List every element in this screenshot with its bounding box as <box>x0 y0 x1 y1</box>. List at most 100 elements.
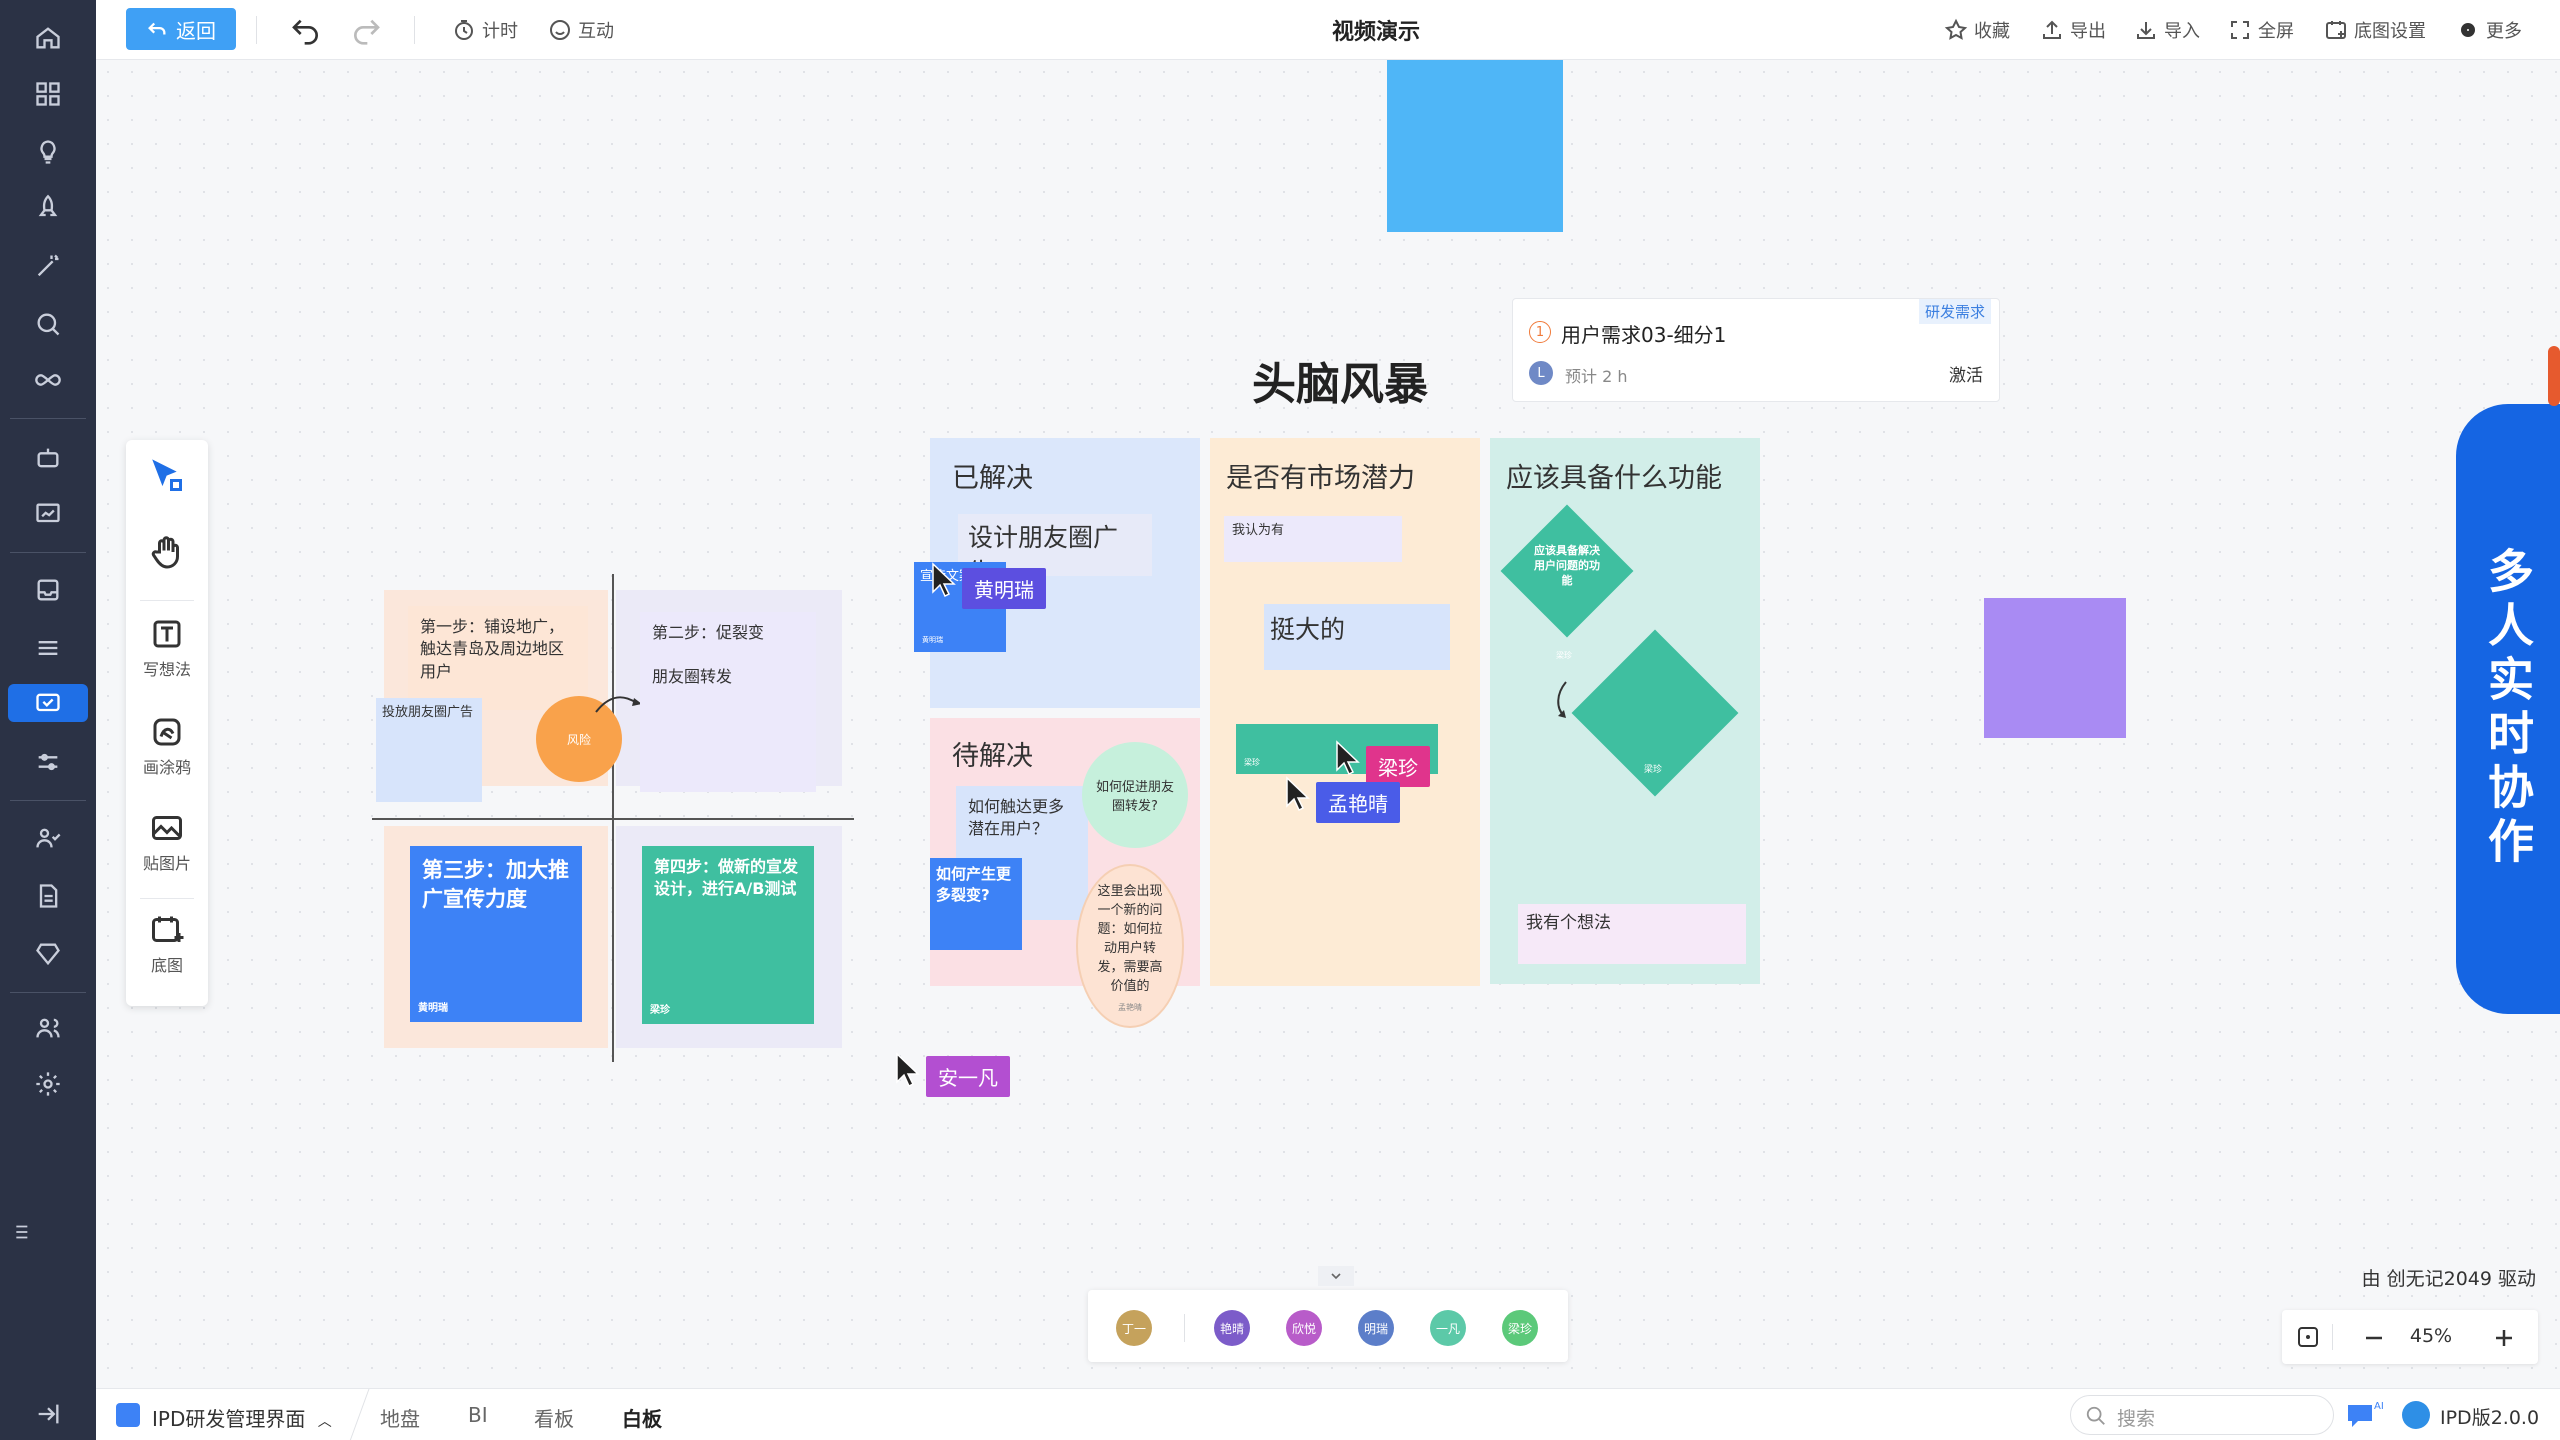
infinity-icon[interactable] <box>16 356 80 404</box>
export-button[interactable]: 导出 <box>2040 16 2106 44</box>
favorite-label: 收藏 <box>1974 21 2010 42</box>
cursor-select-icon <box>152 459 182 491</box>
search-icon[interactable] <box>16 300 80 348</box>
tab-kanban[interactable]: 看板 <box>534 1407 574 1431</box>
online-users-bar <box>1088 1290 1568 1362</box>
task-estimate: 预计 2 h <box>1565 367 1628 386</box>
import-button[interactable]: 导入 <box>2134 16 2200 44</box>
sticky-note-big[interactable]: 挺大的 <box>1264 604 1450 670</box>
bulb-icon[interactable] <box>16 128 80 176</box>
avatar-bar-toggle[interactable] <box>1318 1266 1354 1286</box>
undo-icon[interactable] <box>290 14 322 46</box>
timer-button[interactable]: 计时 <box>452 16 518 44</box>
users-icon[interactable] <box>16 1004 80 1052</box>
export-label: 导出 <box>2070 21 2106 42</box>
avatar[interactable]: 明瑞 <box>1358 1310 1394 1346</box>
sticky-note-q3[interactable]: 第三步：加大推广宣传力度 黄明瑞 <box>410 846 582 1022</box>
risk-circle[interactable]: 风险 <box>536 696 622 782</box>
bg-settings-button[interactable]: 底图设置 <box>2324 16 2426 44</box>
scroll-indicator[interactable] <box>2548 346 2560 406</box>
solved-title: 已解决 <box>952 463 1033 494</box>
tab-whiteboard[interactable]: 白板 <box>622 1407 662 1431</box>
sticky-note-reach[interactable]: 如何触达更多潜在用户？ <box>956 786 1088 920</box>
draw-tool[interactable]: 画涂鸦 <box>126 714 208 778</box>
app-switcher[interactable]: IPD研发管理界面 ︿ <box>152 1403 332 1432</box>
background-tool[interactable]: 底图 <box>126 912 208 976</box>
cursor-label-1: 黄明瑞 <box>962 568 1046 609</box>
outline-icon[interactable] <box>0 1212 40 1252</box>
circle-note-green[interactable]: 如何促进朋友圈转发? <box>1082 742 1188 848</box>
rocket-icon[interactable] <box>16 184 80 232</box>
chevron-up-icon: ︿ <box>317 1414 332 1430</box>
interact-button[interactable]: 互动 <box>548 16 614 44</box>
more-button[interactable]: 更多 <box>2456 16 2522 44</box>
settings-gear-icon[interactable] <box>16 1060 80 1108</box>
bottom-bar: IPD研发管理界面 ︿ 地盘 BI 看板 白板 搜索 AI IPD版2.0.0 <box>96 1388 2560 1440</box>
inbox-icon[interactable] <box>16 566 80 614</box>
diamond-icon[interactable] <box>16 930 80 978</box>
hand-tool[interactable] <box>126 534 208 570</box>
sticky-note-q1[interactable]: 第一步：铺设地广，触达青岛及周边地区用户 <box>408 606 588 710</box>
chart-board-icon[interactable] <box>16 490 80 538</box>
sticky-note-think[interactable]: 我认为有 <box>1224 516 1402 562</box>
peach-note-author: 孟艳晴 <box>1118 1002 1142 1012</box>
sticky-note-purple[interactable] <box>1984 598 2126 738</box>
collapse-sidebar-icon[interactable] <box>16 1390 80 1438</box>
filter-icon[interactable] <box>16 738 80 786</box>
document-icon[interactable] <box>16 872 80 920</box>
avatar[interactable]: 欣悦 <box>1286 1310 1322 1346</box>
download-icon <box>2137 22 2155 39</box>
version-label: IPD版2.0.0 <box>2440 1407 2540 1429</box>
more-label: 更多 <box>2486 21 2522 42</box>
bg-settings-label: 底图设置 <box>2354 21 2426 42</box>
cursor-arrow-icon <box>1336 740 1360 776</box>
fullscreen-button[interactable]: 全屏 <box>2228 16 2294 44</box>
whiteboard-icon[interactable] <box>8 684 88 722</box>
diamond-note-2-author: 梁珍 <box>1644 765 1663 775</box>
svg-text:AI: AI <box>2374 1401 2384 1412</box>
cursor-arrow-icon <box>896 1052 920 1088</box>
layers-icon[interactable] <box>16 624 80 672</box>
cursor-arrow-icon <box>1286 776 1310 812</box>
upload-icon <box>2043 20 2061 39</box>
back-arrow-icon <box>148 22 166 35</box>
wand-icon[interactable] <box>16 242 80 290</box>
sticky-note-fission[interactable]: 如何产生更多裂变? <box>930 858 1022 950</box>
apps-icon[interactable] <box>16 70 80 118</box>
redo-icon[interactable] <box>350 14 382 46</box>
zoom-out-icon[interactable] <box>2362 1326 2386 1350</box>
avatar[interactable]: 丁一 <box>1116 1310 1152 1346</box>
circle-note-peach[interactable]: 这里会出现一个新的问题：如何拉动用户转发，需要高价值的 孟艳晴 <box>1076 864 1184 1028</box>
q3-text: 第三步：加大推广宣传力度 <box>422 858 569 912</box>
avatar[interactable]: 一凡 <box>1430 1310 1466 1346</box>
search-input[interactable]: 搜索 <box>2070 1395 2334 1435</box>
product-logo-icon <box>2402 1401 2430 1429</box>
zoom-in-icon[interactable] <box>2492 1326 2516 1350</box>
write-tool[interactable]: 写想法 <box>126 616 208 680</box>
team-icon[interactable] <box>16 814 80 862</box>
image-icon <box>152 816 182 840</box>
sticky-note-q1-sub[interactable]: 投放朋友圈广告 <box>376 698 482 802</box>
sticky-note-idea[interactable]: 我有个想法 <box>1518 904 1746 964</box>
select-tool[interactable] <box>126 458 208 494</box>
page-title: 视频演示 <box>1331 20 1420 45</box>
cursor-label-3: 孟艳晴 <box>1316 782 1400 823</box>
sticky-note-q2[interactable]: 第二步：促裂变 朋友圈转发 <box>640 612 816 792</box>
back-button[interactable]: 返回 <box>126 8 236 50</box>
tab-bi[interactable]: BI <box>468 1403 488 1427</box>
image-tool[interactable]: 贴图片 <box>126 810 208 874</box>
home-icon[interactable] <box>16 14 80 62</box>
task-card[interactable]: 研发需求 1 用户需求03-细分1 L 预计 2 h 激活 <box>1512 298 2000 402</box>
robot-icon[interactable] <box>16 434 80 482</box>
tab-dashboard[interactable]: 地盘 <box>380 1407 420 1431</box>
sticky-note-blue[interactable] <box>1387 60 1563 232</box>
q4-author: 梁珍 <box>650 1005 670 1016</box>
sticky-note-q4[interactable]: 第四步：做新的宣发设计，进行A/B测试 梁珍 <box>642 846 814 1024</box>
favorite-button[interactable]: 收藏 <box>1944 16 2010 44</box>
ai-chat-icon[interactable]: AI <box>2344 1399 2384 1431</box>
top-toolbar: 返回 计时 互动 视频演示 收藏 导出 导入 全屏 底图设置 更多 <box>96 0 2560 60</box>
avatar[interactable]: 艳晴 <box>1214 1310 1250 1346</box>
avatar[interactable]: 梁珍 <box>1502 1310 1538 1346</box>
fit-screen-icon[interactable] <box>2296 1325 2320 1349</box>
fullscreen-icon <box>2231 21 2249 39</box>
